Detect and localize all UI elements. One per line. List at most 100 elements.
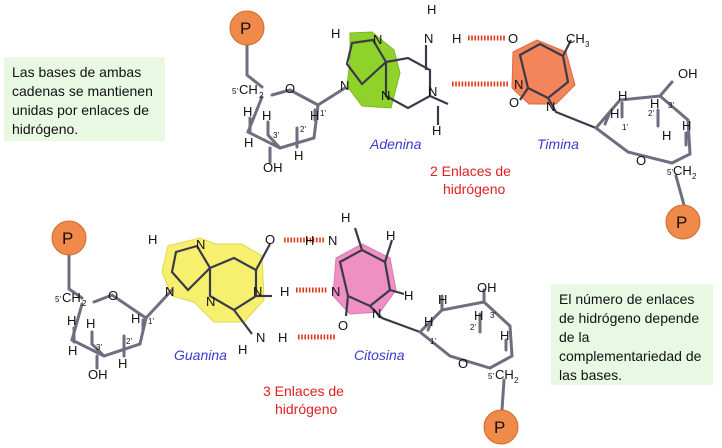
svg-text:H: H	[148, 232, 157, 247]
svg-text:3': 3'	[490, 311, 496, 320]
label-citosina: Citosina	[354, 347, 405, 363]
svg-text:H: H	[118, 356, 127, 371]
svg-text:OH: OH	[88, 367, 108, 382]
svg-text:5': 5'	[232, 87, 238, 96]
svg-text:O: O	[636, 153, 646, 168]
svg-text:H: H	[238, 342, 247, 357]
svg-text:O: O	[285, 81, 295, 96]
svg-text:P: P	[494, 418, 505, 437]
svg-text:O: O	[108, 288, 118, 303]
svg-text:3: 3	[585, 40, 590, 49]
svg-text:H: H	[294, 148, 303, 163]
svg-text:N: N	[373, 32, 382, 47]
info-note-right: El número de enlaces de hidrógeno depend…	[551, 284, 713, 385]
svg-text:H: H	[427, 2, 436, 17]
citosina-ring	[338, 227, 421, 334]
svg-text:5': 5'	[55, 295, 61, 304]
svg-text:N: N	[424, 31, 433, 46]
svg-text:N: N	[253, 284, 262, 299]
svg-text:H: H	[452, 31, 461, 46]
svg-text:2: 2	[259, 91, 264, 100]
svg-text:H: H	[310, 108, 319, 123]
svg-text:N: N	[206, 294, 215, 309]
svg-text:H: H	[474, 308, 483, 323]
svg-text:H: H	[500, 328, 509, 343]
info-note-left: Las bases de ambas cadenas se mantienen …	[4, 57, 165, 141]
svg-text:H: H	[280, 284, 289, 299]
svg-text:1': 1'	[320, 109, 326, 118]
svg-text:OH: OH	[678, 66, 698, 81]
svg-text:1': 1'	[622, 123, 628, 132]
svg-text:O: O	[508, 31, 518, 46]
svg-text:H: H	[67, 313, 76, 328]
svg-text:H: H	[331, 26, 340, 41]
svg-text:H: H	[424, 314, 433, 329]
hbond-label-top-line2: hidrógeno	[443, 181, 505, 197]
hbond-label-bottom-line1: 3 Enlaces de	[263, 383, 344, 399]
svg-text:P: P	[240, 19, 251, 38]
svg-text:O: O	[265, 232, 275, 247]
svg-text:N: N	[256, 330, 265, 345]
label-guanina: Guanina	[174, 347, 227, 363]
phosphate-bottom-right: P	[483, 409, 519, 445]
svg-text:H: H	[244, 135, 253, 150]
svg-text:2: 2	[692, 172, 697, 181]
svg-text:3': 3'	[668, 101, 674, 110]
phosphate-top-left: P	[229, 10, 265, 46]
svg-text:N: N	[514, 77, 523, 92]
svg-text:H: H	[618, 88, 627, 103]
sugar-top-right	[594, 80, 692, 207]
svg-text:H: H	[438, 292, 447, 307]
svg-text:2: 2	[82, 299, 87, 308]
timina-ring	[518, 39, 597, 130]
svg-text:H: H	[610, 106, 619, 121]
svg-text:H: H	[86, 316, 95, 331]
sugar-bottom-left	[67, 252, 174, 370]
svg-text:N: N	[428, 84, 437, 99]
svg-text:1': 1'	[148, 317, 154, 326]
ch2-bottom-left: CH	[62, 290, 81, 305]
svg-text:H: H	[243, 104, 252, 119]
ch2-top-right: CH	[673, 163, 692, 178]
svg-text:O: O	[458, 356, 468, 371]
svg-text:H: H	[278, 330, 287, 345]
sugar-top-left	[245, 42, 347, 164]
svg-text:2': 2'	[648, 109, 654, 118]
svg-text:2': 2'	[300, 125, 306, 134]
svg-text:N: N	[165, 284, 174, 299]
ch2-bottom-right: CH	[495, 367, 514, 382]
svg-text:N: N	[340, 78, 349, 93]
svg-text:OH: OH	[263, 160, 283, 175]
label-adenina: Adenina	[369, 136, 422, 152]
svg-text:2': 2'	[126, 337, 132, 346]
svg-text:H: H	[262, 108, 271, 123]
svg-text:5': 5'	[667, 168, 673, 177]
ch2-top-left: CH	[239, 82, 258, 97]
svg-text:H: H	[682, 118, 691, 133]
guanina-rings	[170, 243, 272, 335]
svg-text:H: H	[305, 233, 314, 248]
svg-text:N: N	[331, 284, 340, 299]
svg-text:N: N	[381, 88, 390, 103]
svg-text:N: N	[196, 237, 205, 252]
svg-text:N: N	[328, 233, 337, 248]
svg-text:H: H	[68, 343, 77, 358]
phosphate-bottom-left: P	[51, 220, 87, 256]
svg-text:O: O	[338, 318, 348, 333]
hbond-label-bottom-line2: hidrógeno	[275, 401, 337, 417]
svg-text:O: O	[509, 95, 519, 110]
phosphate-top-right: P	[665, 204, 701, 240]
svg-text:H: H	[432, 123, 441, 138]
svg-text:1': 1'	[430, 337, 436, 346]
svg-text:P: P	[62, 229, 73, 248]
svg-text:2': 2'	[470, 323, 476, 332]
svg-text:H: H	[404, 288, 413, 303]
svg-text:3': 3'	[96, 343, 102, 352]
svg-text:N: N	[372, 306, 381, 321]
svg-text:5': 5'	[488, 372, 494, 381]
ch3-top: CH	[566, 31, 585, 46]
svg-text:H: H	[131, 311, 140, 326]
svg-text:P: P	[676, 213, 687, 232]
svg-text:H: H	[662, 128, 671, 143]
